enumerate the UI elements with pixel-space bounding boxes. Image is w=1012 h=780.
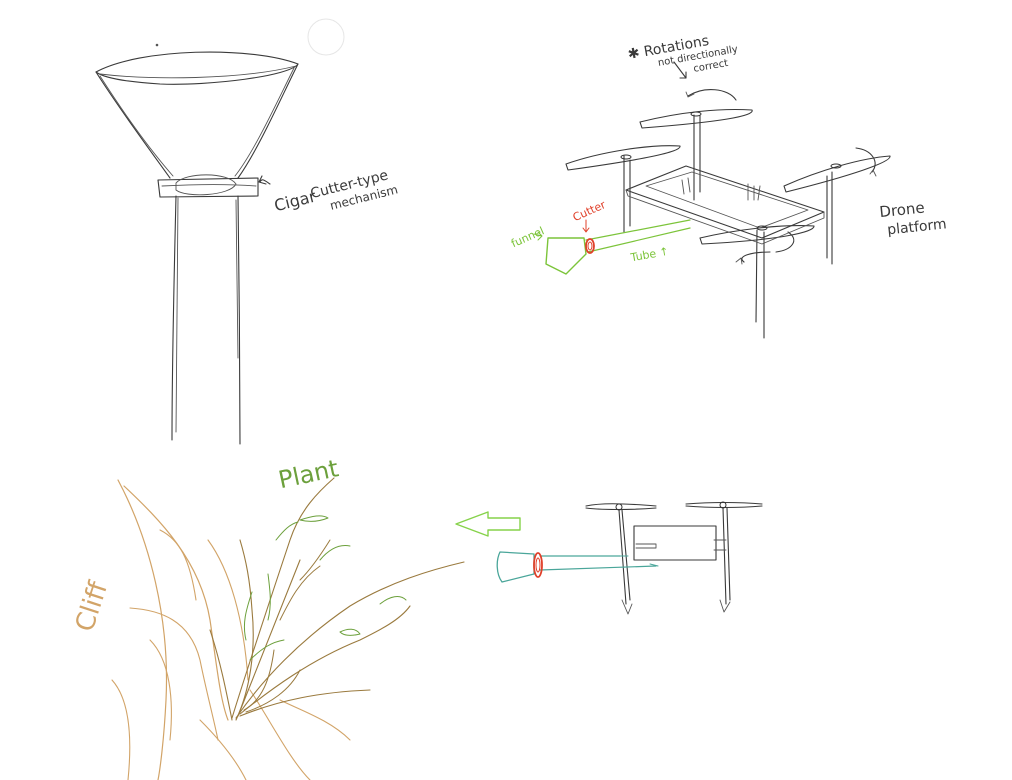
- dot-mark: [156, 44, 159, 47]
- funnel-tube-drawing: [96, 19, 344, 444]
- side-view-drone: [586, 502, 762, 614]
- tube-label: Tube ↑: [629, 245, 670, 265]
- cutter-label: Cutter: [571, 198, 608, 224]
- green-direction-arrow: [456, 512, 520, 536]
- plant-label: Plant: [276, 454, 341, 494]
- drone-platform-drawing: [566, 62, 890, 338]
- cigar-cutter-label: Cigar Cutter-type mechanism: [272, 166, 399, 226]
- platform-label-line2: platform: [887, 216, 948, 238]
- plant-drawing: [210, 478, 464, 720]
- drone-labels: ✱ Rotations not directionally correct Dr…: [509, 28, 947, 264]
- drone-label-line1: Drone: [878, 198, 925, 221]
- cliff-label: Cliff: [70, 577, 114, 635]
- funnel-label: funnel: [509, 224, 546, 250]
- eraser-cursor-circle: [308, 19, 344, 55]
- cliff-drawing: [112, 480, 350, 780]
